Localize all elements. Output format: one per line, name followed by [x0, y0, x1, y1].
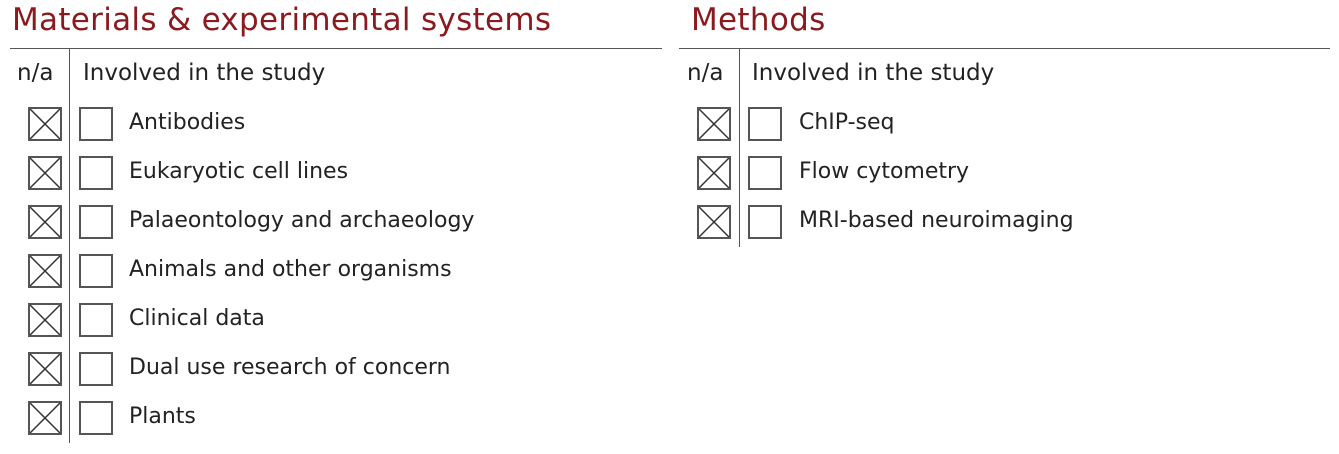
- cross-icon: [30, 207, 60, 237]
- na-checkbox[interactable]: [697, 205, 731, 239]
- involved-checkbox[interactable]: [79, 107, 113, 141]
- item-label: Antibodies: [129, 110, 246, 135]
- cross-icon: [30, 256, 60, 286]
- cross-icon: [699, 109, 729, 139]
- involved-checkbox[interactable]: [748, 156, 782, 190]
- na-checkbox[interactable]: [28, 401, 62, 435]
- na-checkbox[interactable]: [28, 205, 62, 239]
- na-checkbox[interactable]: [28, 254, 62, 288]
- involved-column-header: Involved in the study: [83, 60, 326, 86]
- cross-icon: [699, 207, 729, 237]
- column-divider: [69, 49, 70, 443]
- item-label: Palaeontology and archaeology: [129, 208, 475, 233]
- item-label: ChIP-seq: [799, 110, 895, 135]
- involved-column-header: Involved in the study: [752, 60, 995, 86]
- cross-icon: [30, 403, 60, 433]
- cross-icon: [30, 109, 60, 139]
- na-column-header: n/a: [687, 60, 724, 86]
- involved-checkbox[interactable]: [79, 303, 113, 337]
- cross-icon: [699, 158, 729, 188]
- involved-checkbox[interactable]: [79, 205, 113, 239]
- item-label: Eukaryotic cell lines: [129, 159, 349, 184]
- na-column-header: n/a: [17, 60, 54, 86]
- na-checkbox[interactable]: [28, 107, 62, 141]
- item-label: Flow cytometry: [799, 159, 970, 184]
- divider: [10, 48, 662, 49]
- na-checkbox[interactable]: [28, 352, 62, 386]
- involved-checkbox[interactable]: [79, 156, 113, 190]
- cross-icon: [30, 158, 60, 188]
- involved-checkbox[interactable]: [748, 205, 782, 239]
- section-title: Methods: [691, 2, 826, 38]
- item-label: Dual use research of concern: [129, 355, 451, 380]
- involved-checkbox[interactable]: [79, 254, 113, 288]
- involved-checkbox[interactable]: [79, 352, 113, 386]
- item-label: Plants: [129, 404, 196, 429]
- item-label: MRI-based neuroimaging: [799, 208, 1074, 233]
- involved-checkbox[interactable]: [748, 107, 782, 141]
- item-label: Animals and other organisms: [129, 257, 452, 282]
- section-title: Materials & experimental systems: [12, 2, 552, 38]
- divider: [679, 48, 1330, 49]
- column-divider: [739, 49, 740, 247]
- na-checkbox[interactable]: [697, 107, 731, 141]
- na-checkbox[interactable]: [28, 303, 62, 337]
- item-label: Clinical data: [129, 306, 265, 331]
- na-checkbox[interactable]: [697, 156, 731, 190]
- na-checkbox[interactable]: [28, 156, 62, 190]
- cross-icon: [30, 354, 60, 384]
- cross-icon: [30, 305, 60, 335]
- involved-checkbox[interactable]: [79, 401, 113, 435]
